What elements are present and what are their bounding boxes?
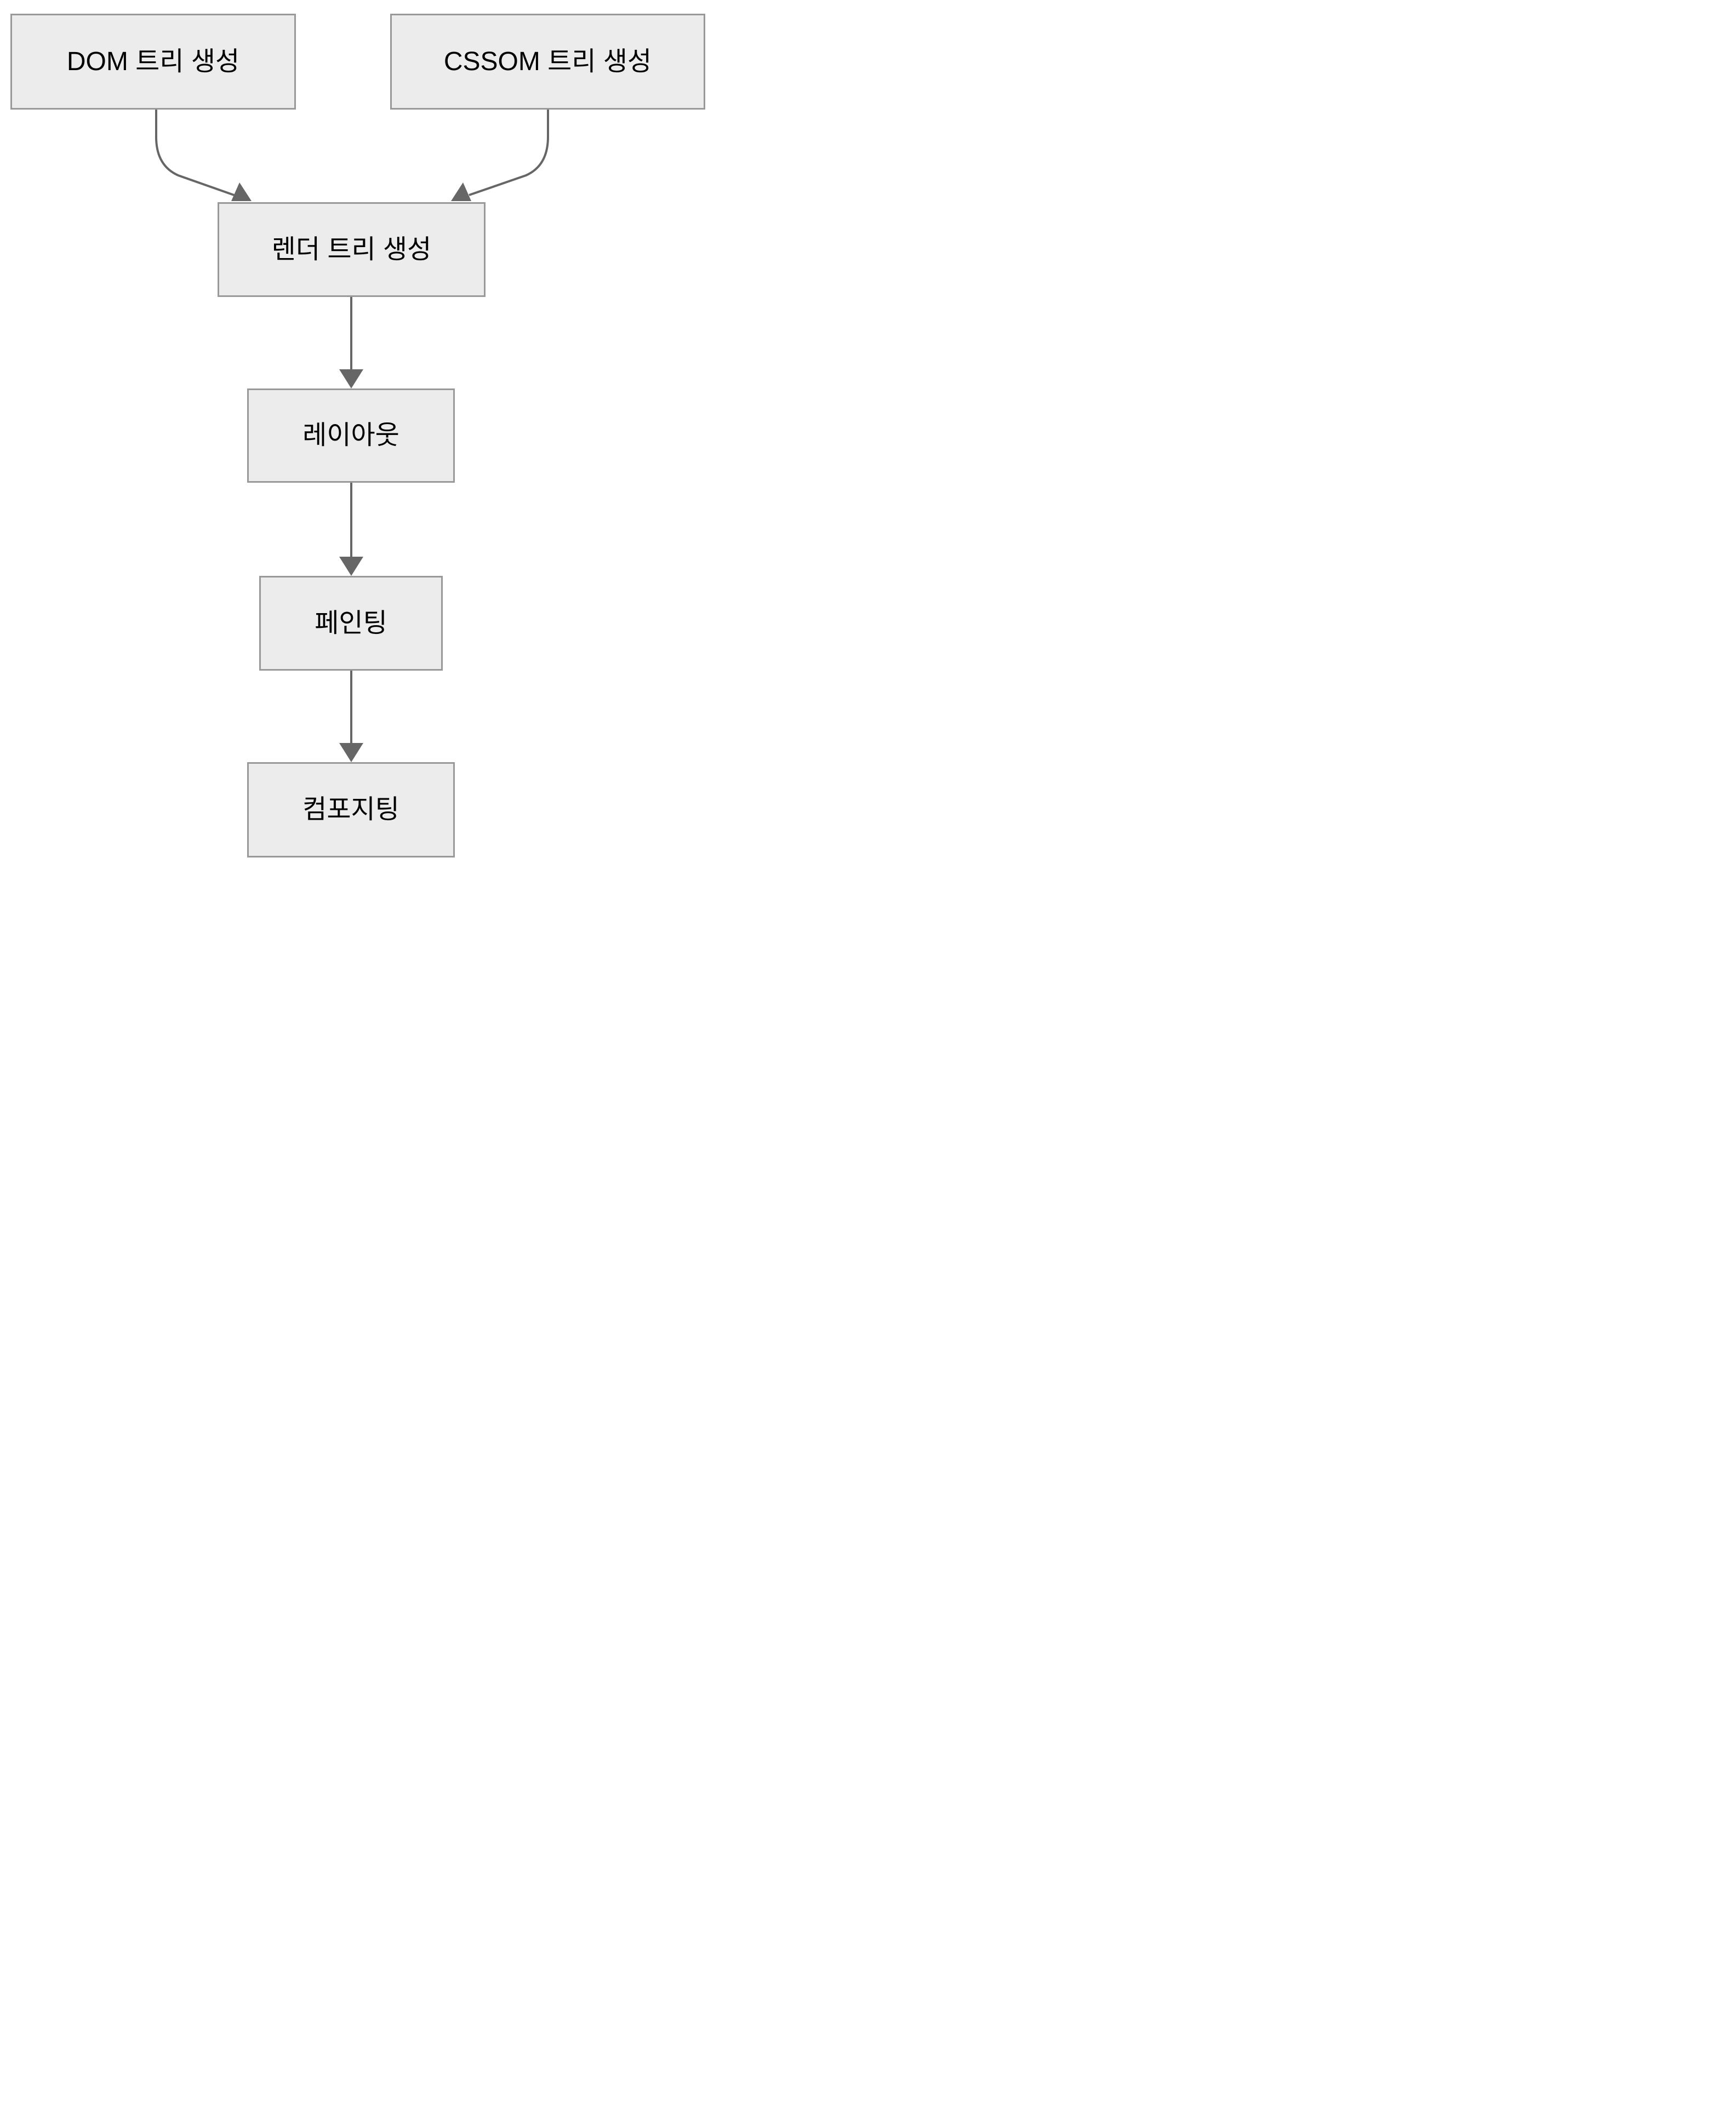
node-painting: 페인팅 [259, 576, 443, 671]
node-painting-label: 페인팅 [315, 608, 387, 638]
node-render-tree: 렌더 트리 생성 [218, 202, 486, 297]
arrowhead-paint-to-composite [339, 743, 363, 762]
edge-dom-to-render [155, 110, 235, 196]
node-dom-tree-label: DOM 트리 생성 [66, 47, 240, 76]
node-render-tree-label: 렌더 트리 생성 [271, 235, 432, 264]
arrowhead-dom-to-render [231, 182, 252, 201]
node-compositing: 컴포지팅 [247, 762, 455, 857]
node-cssom-tree-label: CSSOM 트리 생성 [443, 47, 652, 76]
node-layout-label: 레이아웃 [302, 421, 399, 450]
edges-layer [155, 110, 549, 762]
edge-cssom-to-render [469, 110, 549, 196]
arrowhead-render-to-layout [339, 369, 363, 388]
node-cssom-tree: CSSOM 트리 생성 [390, 14, 705, 110]
node-dom-tree: DOM 트리 생성 [10, 14, 296, 110]
node-layout: 레이아웃 [247, 388, 455, 483]
arrowhead-cssom-to-render [451, 182, 471, 201]
flowchart-canvas: DOM 트리 생성 CSSOM 트리 생성 렌더 트리 생성 레이아웃 페인팅 … [0, 0, 723, 877]
arrowhead-layout-to-paint [339, 557, 363, 576]
node-compositing-label: 컴포지팅 [302, 795, 399, 825]
